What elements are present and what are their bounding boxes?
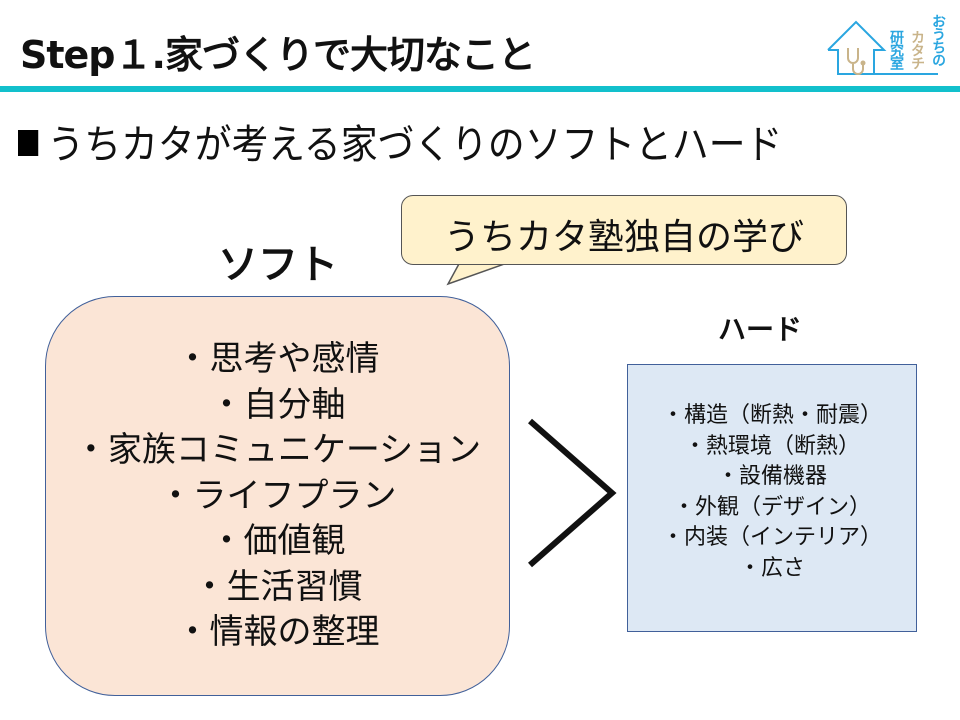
greater-than-icon (528, 418, 617, 568)
hard-item: ・設備機器 (716, 464, 827, 489)
house-stethoscope-icon (827, 20, 938, 75)
hard-heading: ハード (718, 313, 803, 346)
logo-text-ouchino: おうちの (930, 14, 946, 66)
soft-item: ・家族コミュニケーション (73, 430, 482, 470)
callout-text: うちカタ塾独自の学び (443, 217, 804, 258)
subtitle: うちカタが考える家づくりのソフトとハード (18, 112, 782, 170)
logo-text-lab: 研究室 (888, 30, 904, 69)
soft-box: ・思考や感情 ・自分軸 ・家族コミュニケーション ・ライフプラン ・価値観 ・生… (45, 296, 510, 696)
hard-item: ・熱環境（断熱） (683, 433, 860, 459)
logo: 研究室 カタチ おうちの (818, 8, 958, 82)
black-square-icon (18, 130, 39, 156)
hard-item: ・外観（デザイン） (672, 494, 871, 520)
hard-item: ・広さ (738, 555, 805, 581)
logo-text-katachi: カタチ (909, 30, 925, 69)
soft-item: ・思考や感情 (175, 339, 380, 379)
hard-item: ・内装（インテリア） (661, 525, 882, 550)
callout-tail (446, 262, 512, 286)
soft-item: ・自分軸 (209, 384, 346, 425)
page-title: Step１.家づくりで大切なこと (20, 33, 536, 77)
soft-item: ・ライフプラン (158, 475, 397, 516)
soft-item: ・価値観 (209, 521, 346, 561)
callout-bubble: うちカタ塾独自の学び (401, 195, 847, 265)
soft-heading: ソフト (218, 242, 338, 288)
soft-list: ・思考や感情 ・自分軸 ・家族コミュニケーション ・ライフプラン ・価値観 ・生… (46, 337, 509, 656)
soft-item: ・情報の整理 (175, 612, 380, 652)
header-divider (0, 86, 960, 92)
hard-box: ・構造（断熱・耐震） ・熱環境（断熱） ・設備機器 ・外観（デザイン） ・内装（… (627, 364, 917, 632)
subtitle-text: うちカタが考える家づくりのソフトとハード (47, 122, 783, 168)
soft-item: ・生活習慣 (192, 566, 363, 607)
hard-list: ・構造（断熱・耐震） ・熱環境（断熱） ・設備機器 ・外観（デザイン） ・内装（… (628, 401, 916, 584)
hard-item: ・構造（断熱・耐震） (661, 403, 882, 428)
